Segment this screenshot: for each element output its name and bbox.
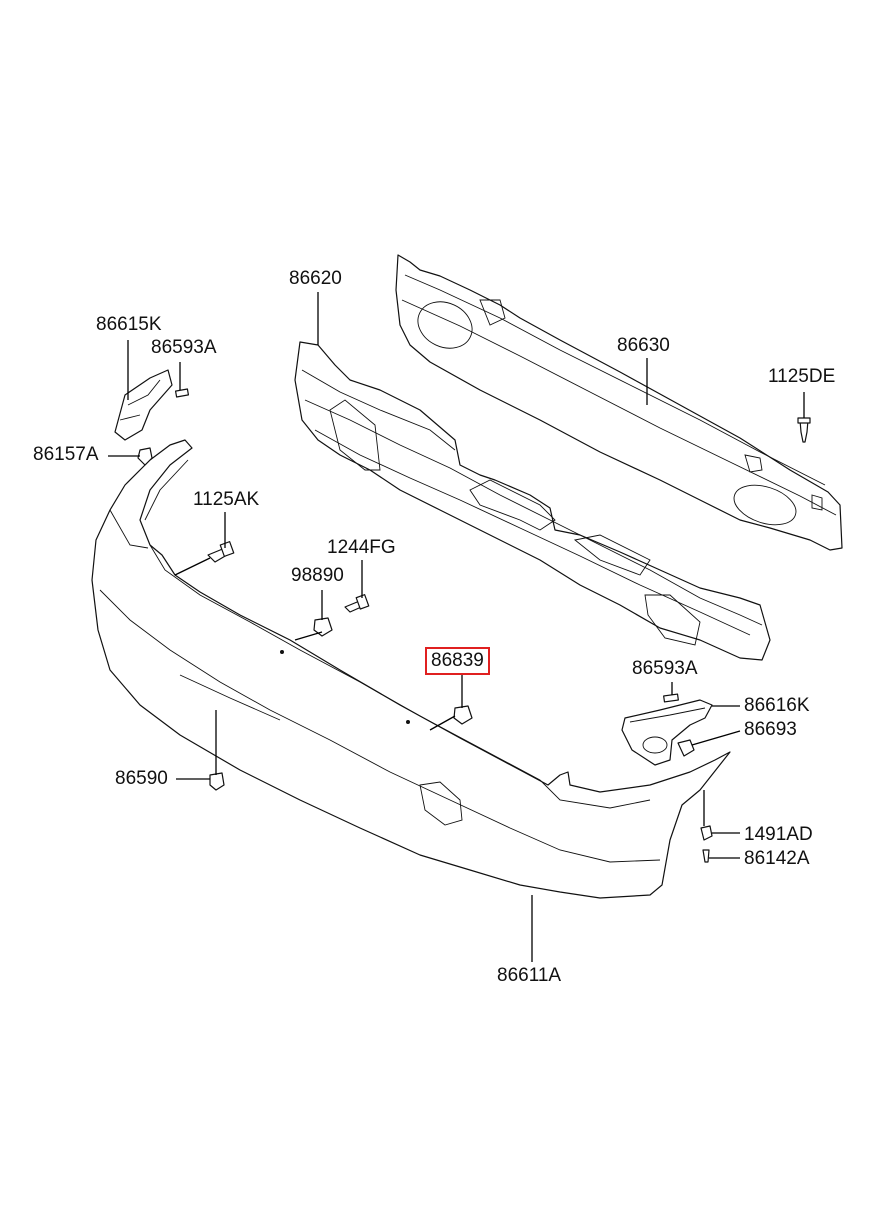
- label-98890: 98890: [291, 565, 344, 586]
- label-86620: 86620: [289, 268, 342, 289]
- label-86611A: 86611A: [497, 965, 562, 986]
- label-86839[interactable]: 86839: [425, 647, 490, 675]
- label-86615K: 86615K: [96, 314, 162, 335]
- rear-beam-86630: [395, 254, 843, 551]
- clip-86839: [453, 705, 473, 725]
- energy-absorber-86620: [294, 341, 771, 661]
- bracket-86615K: [114, 369, 173, 441]
- label-1125DE: 1125DE: [768, 366, 836, 387]
- label-1244FG: 1244FG: [327, 537, 396, 558]
- label-1125AK: 1125AK: [193, 489, 260, 510]
- label-86593A-right: 86593A: [632, 658, 698, 679]
- bumper-cover-86611A: [91, 439, 731, 899]
- label-1491AD: 1491AD: [744, 824, 813, 845]
- label-86630: 86630: [617, 335, 670, 356]
- clip-86693: [677, 739, 695, 757]
- label-86616K: 86616K: [744, 695, 810, 716]
- fasteners: [137, 417, 811, 863]
- screw-86142A: [702, 849, 710, 863]
- label-86142A: 86142A: [744, 848, 810, 869]
- label-86157A: 86157A: [33, 444, 99, 465]
- bolt-86590: [209, 772, 225, 791]
- leader-lines: [108, 292, 805, 962]
- label-86693: 86693: [744, 719, 797, 740]
- label-86590: 86590: [115, 768, 168, 789]
- nut-1491AD: [700, 825, 713, 841]
- clip-86593A-left: [174, 388, 190, 398]
- label-86593A-left: 86593A: [151, 337, 217, 358]
- nut-98890: [313, 617, 333, 637]
- clip-86157A: [137, 447, 153, 466]
- clip-86593A-right: [663, 693, 679, 703]
- bracket-86616K: [621, 699, 713, 766]
